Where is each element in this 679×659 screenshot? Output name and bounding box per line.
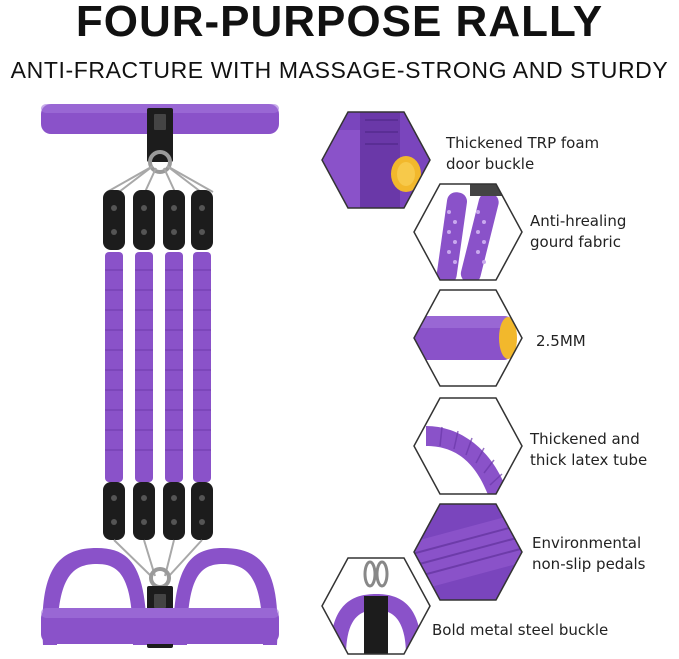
feature-label-gourd-fabric: Anti-hrealing gourd fabric: [530, 212, 627, 251]
feature-label-pedals: Environmental non-slip pedals: [532, 534, 646, 573]
latex-tube-icon: [413, 397, 523, 495]
gourd-fabric-icon: [413, 183, 523, 281]
feature-label-thickness: 2.5MM: [536, 332, 586, 350]
feature-label-steel-buckle: Bold metal steel buckle: [432, 621, 609, 639]
page-subtitle: ANTI-FRACTURE WITH MASSAGE-STRONG AND ST…: [10, 57, 669, 83]
pedal-exerciser-4-tube-icon: [41, 104, 279, 648]
feature-label-door-buckle: Thickened TRP foam door buckle: [446, 134, 600, 173]
steel-buckle-icon: [321, 557, 431, 655]
pedal-icon: [413, 503, 523, 601]
door-buckle-icon: [321, 111, 431, 209]
feature-label-latex-tube: Thickened and thick latex tube: [530, 430, 648, 469]
page-title: FOUR-PURPOSE RALLY: [75, 0, 604, 46]
foam-handle-icon: [413, 289, 523, 387]
